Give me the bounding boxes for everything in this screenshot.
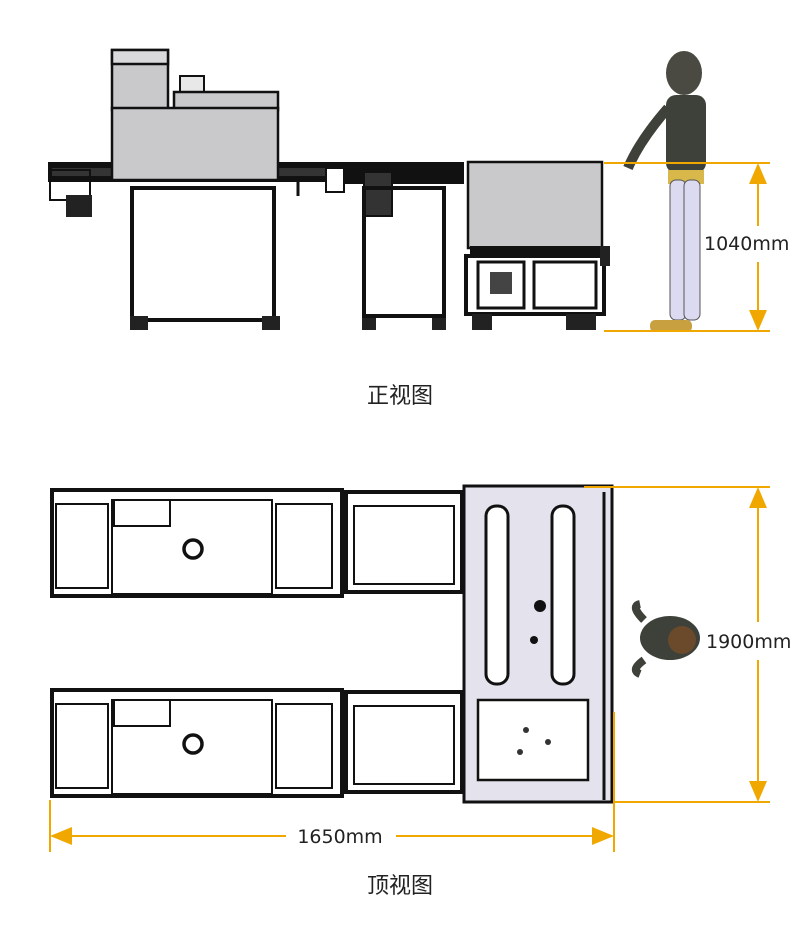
top-lower-conveyor	[50, 688, 464, 798]
front-view-title: 正视图	[367, 384, 433, 409]
width-dimension-label: 1650mm	[297, 826, 382, 848]
front-middle-module	[325, 162, 464, 330]
depth-dimension: 1900mm	[584, 486, 791, 803]
depth-dimension-label: 1900mm	[706, 631, 791, 653]
front-cabinet	[464, 160, 610, 330]
top-view: 1900mm 1650mm 顶视图	[49, 484, 791, 899]
top-view-title: 顶视图	[367, 874, 433, 899]
top-upper-conveyor	[50, 488, 464, 598]
front-motor	[66, 195, 92, 217]
front-tunnel-oven	[110, 48, 280, 182]
top-machine-body	[462, 484, 614, 804]
top-person-figure	[631, 600, 700, 678]
height-dimension-label: 1040mm	[704, 233, 789, 255]
front-person-figure	[623, 51, 706, 332]
front-oven-frame	[130, 182, 300, 330]
width-dimension: 1650mm	[49, 712, 615, 852]
height-dimension: 1040mm	[604, 162, 789, 332]
front-view: 1040mm 正视图	[48, 48, 789, 409]
